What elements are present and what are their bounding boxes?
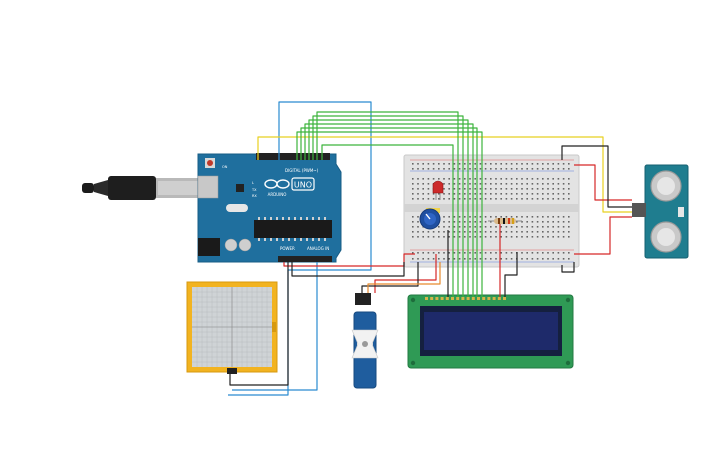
resistor-icon[interactable]	[488, 218, 522, 224]
power-analog-header[interactable]	[278, 256, 332, 262]
potentiometer-icon[interactable]	[419, 208, 441, 230]
power-label: POWER	[280, 246, 295, 251]
arduino-logo: UNO ARDUINO	[264, 177, 315, 197]
analog-label: ANALOG IN	[307, 246, 329, 251]
on-led-label: ON	[222, 165, 228, 169]
brand-label: ARDUINO	[268, 192, 287, 197]
servo-motor-icon[interactable]	[351, 293, 379, 389]
board-label: UNO	[294, 181, 312, 190]
rx-led-label: RX	[252, 194, 257, 198]
lcd-pin-header	[425, 297, 506, 300]
reset-button[interactable]	[207, 160, 213, 166]
digital-header[interactable]	[256, 153, 330, 160]
breadboard-holes	[412, 163, 570, 260]
l-led-label: L	[252, 181, 254, 185]
arduino-uno-board[interactable]: UNO ARDUINO DIGITAL (PWM~) POWER ANALOG …	[197, 153, 342, 263]
ultrasonic-sensor-icon[interactable]	[632, 164, 689, 259]
digital-label: DIGITAL (PWM~)	[285, 168, 319, 173]
microcontroller-chip	[254, 220, 332, 238]
lcd-16x2-icon[interactable]	[407, 294, 574, 369]
tx-led-label: TX	[251, 188, 257, 192]
wires	[228, 101, 632, 396]
lcd-screen	[424, 312, 558, 350]
power-jack	[198, 238, 220, 256]
red-led-icon[interactable]	[432, 180, 444, 200]
force-sensor-pad-icon[interactable]	[186, 281, 278, 374]
usb-cable-icon[interactable]	[82, 176, 200, 200]
